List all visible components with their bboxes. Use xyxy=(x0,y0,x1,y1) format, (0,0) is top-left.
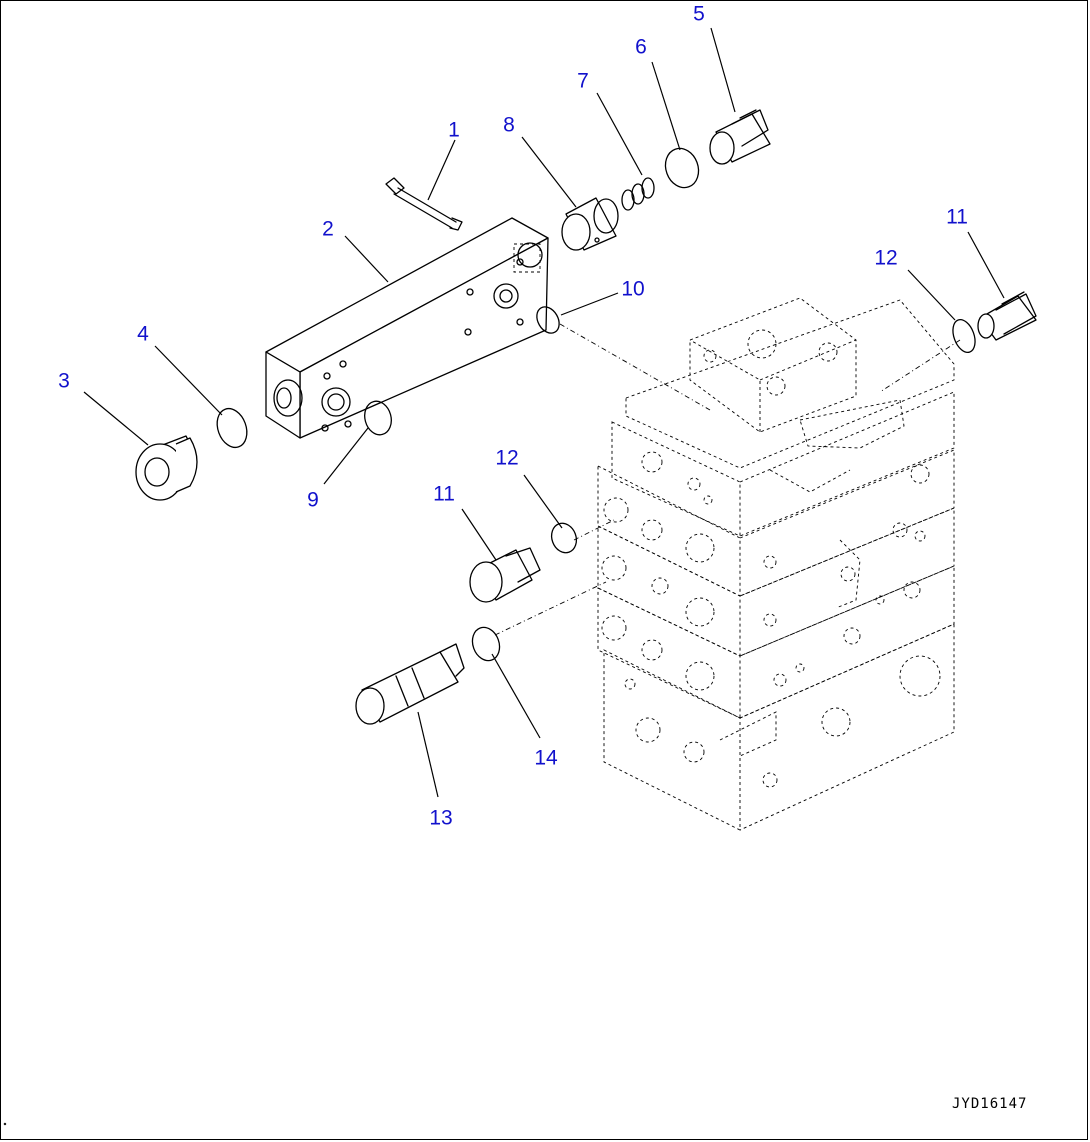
part-1-bolt xyxy=(385,177,463,231)
callout-10: 10 xyxy=(621,277,645,301)
edge-mark xyxy=(3,1122,7,1126)
callout-8: 8 xyxy=(503,113,515,137)
leader-4 xyxy=(154,345,223,416)
leader-10 xyxy=(560,292,619,316)
part-5-plug xyxy=(709,109,771,165)
callout-1: 1 xyxy=(448,118,460,142)
leader-lines xyxy=(83,27,1005,798)
alignment-line-12 xyxy=(879,339,961,393)
callout-14: 14 xyxy=(534,746,558,770)
alignment-line-10 xyxy=(559,323,711,411)
part-11-valve-lower xyxy=(469,547,541,603)
callout-12-upper: 12 xyxy=(874,246,898,270)
leader-12a xyxy=(907,269,956,321)
callout-7: 7 xyxy=(577,69,589,93)
callout-4: 4 xyxy=(137,322,149,346)
drawing-id: JYD16147 xyxy=(952,1096,1028,1112)
part-3-plug xyxy=(135,435,198,501)
callout-11-upper: 11 xyxy=(946,205,968,229)
leader-11b xyxy=(461,508,497,561)
leader-5 xyxy=(710,27,736,113)
part-12-o-ring-lower xyxy=(550,522,578,554)
part-9-o-ring xyxy=(364,400,392,436)
callout-9: 9 xyxy=(307,488,319,512)
main-control-valve-body xyxy=(597,297,955,831)
callout-3: 3 xyxy=(58,369,70,393)
callout-11-lower: 11 xyxy=(433,482,455,506)
leader-7 xyxy=(596,92,643,176)
part-4-o-ring xyxy=(216,407,248,449)
leader-3 xyxy=(83,391,149,446)
part-14-o-ring xyxy=(471,626,501,662)
leader-14 xyxy=(491,653,541,739)
leader-6 xyxy=(651,61,681,151)
leader-1 xyxy=(427,139,456,201)
leader-13 xyxy=(417,711,439,798)
part-6-o-ring xyxy=(664,147,700,189)
callout-2: 2 xyxy=(322,217,334,241)
part-7-spring xyxy=(621,177,655,211)
part-12-o-ring-upper xyxy=(952,319,976,353)
leader-8 xyxy=(521,136,577,208)
alignment-line-12b xyxy=(573,519,615,541)
leader-11a xyxy=(967,231,1005,299)
leader-9 xyxy=(323,427,369,485)
callout-13: 13 xyxy=(429,806,453,830)
leader-2 xyxy=(344,235,389,283)
callout-5: 5 xyxy=(693,2,705,26)
alignment-line-14 xyxy=(494,581,607,636)
part-13-relief-valve xyxy=(355,643,465,725)
part-8-piston xyxy=(561,197,619,251)
callout-6: 6 xyxy=(635,35,647,59)
leader-12b xyxy=(523,474,563,529)
part-10-o-ring xyxy=(536,306,560,334)
part-2-valve-block xyxy=(265,217,549,439)
callout-12-lower: 12 xyxy=(495,446,519,470)
part-11-valve-upper xyxy=(977,291,1037,341)
